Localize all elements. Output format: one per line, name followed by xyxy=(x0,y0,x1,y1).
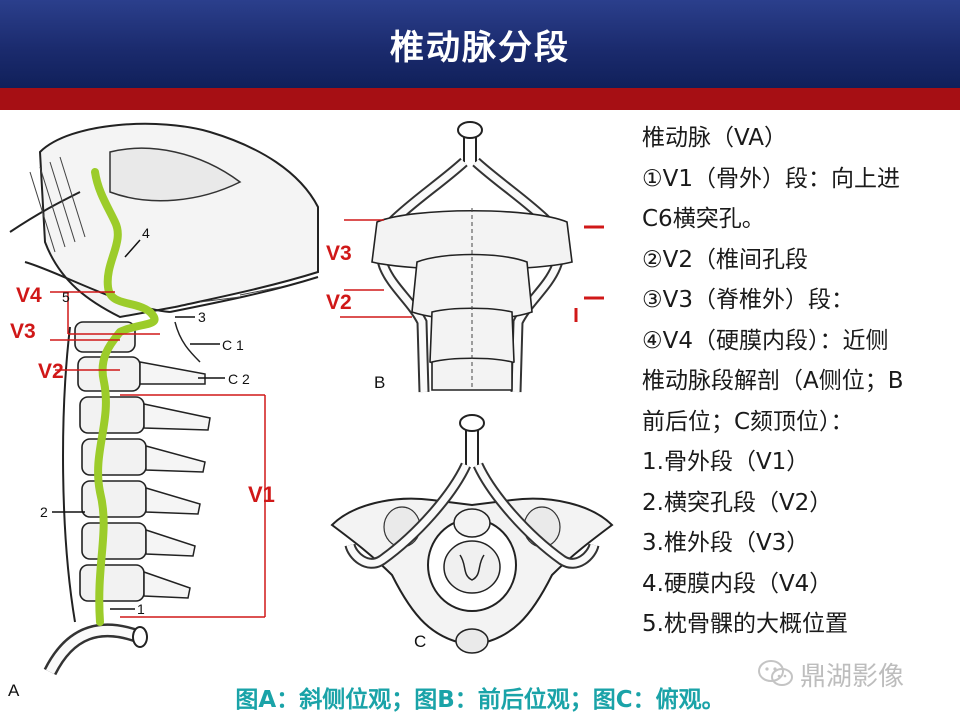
label-v2: V2 xyxy=(38,360,64,383)
note-line: ③V3（脊椎外）段： xyxy=(642,287,854,313)
title-bar: 椎动脉分段 xyxy=(0,0,960,88)
note-line: 5.枕骨髁的大概位置 xyxy=(642,611,848,637)
label-c1: C 1 xyxy=(222,337,244,353)
label-c2: C 2 xyxy=(228,371,250,387)
note-line: 1.骨外段（V1） xyxy=(642,449,810,475)
label-v3: V3 xyxy=(10,320,36,343)
pointer-3: 3 xyxy=(198,309,206,325)
label-b-v2: V2 xyxy=(326,291,352,314)
figure-c-axial-view: C xyxy=(330,414,614,654)
figure-a-lateral-view: V4 V3 V2 V1 5 4 3 2 1 C 1 C 2 A xyxy=(8,122,319,700)
watermark-text: 鼎湖影像 xyxy=(800,662,905,692)
pointer-5: 5 xyxy=(62,289,70,305)
label-b-v3: V3 xyxy=(326,242,352,265)
note-line: C6横突孔。 xyxy=(642,206,765,232)
note-line: ②V2（椎间孔段 xyxy=(642,246,808,273)
note-line: 椎动脉（VA） xyxy=(642,125,787,151)
pointer-1: 1 xyxy=(137,601,145,617)
note-line: ①V1（骨外）段：向上进 xyxy=(642,165,900,192)
label-v1: V1 xyxy=(248,482,275,507)
pointer-2: 2 xyxy=(40,504,48,520)
note-line: 3.椎外段（V3） xyxy=(642,530,810,556)
note-line: 椎动脉段解剖（A侧位；B xyxy=(642,368,904,394)
note-line: ④V4（硬膜内段）：近侧 xyxy=(642,327,889,354)
note-line: 2.横突孔段（V2） xyxy=(642,489,833,516)
wechat-icon xyxy=(758,660,793,686)
panel-letter-b: B xyxy=(374,373,385,392)
label-v4: V4 xyxy=(16,284,42,307)
panel-letter-a: A xyxy=(8,681,20,700)
watermark: 鼎湖影像 xyxy=(752,654,952,692)
slide-title: 椎动脉分段 xyxy=(390,28,570,68)
note-line: 4.硬膜内段（V4） xyxy=(642,570,833,597)
vertebral-artery-path xyxy=(91,168,159,626)
notes-column: 椎动脉（VA） ①V1（骨外）段：向上进 C6横突孔。 ②V2（椎间孔段 ③V3… xyxy=(642,118,958,645)
accent-bar xyxy=(0,88,960,110)
figure-b-ap-view: V3 V2 B xyxy=(326,121,604,393)
pointer-4: 4 xyxy=(142,225,150,241)
panel-letter-c: C xyxy=(414,632,426,651)
note-line: 前后位；C颏顶位）： xyxy=(642,408,854,435)
figure-caption: 图A：斜侧位观；图B：前后位观；图C：俯观。 xyxy=(235,687,725,713)
